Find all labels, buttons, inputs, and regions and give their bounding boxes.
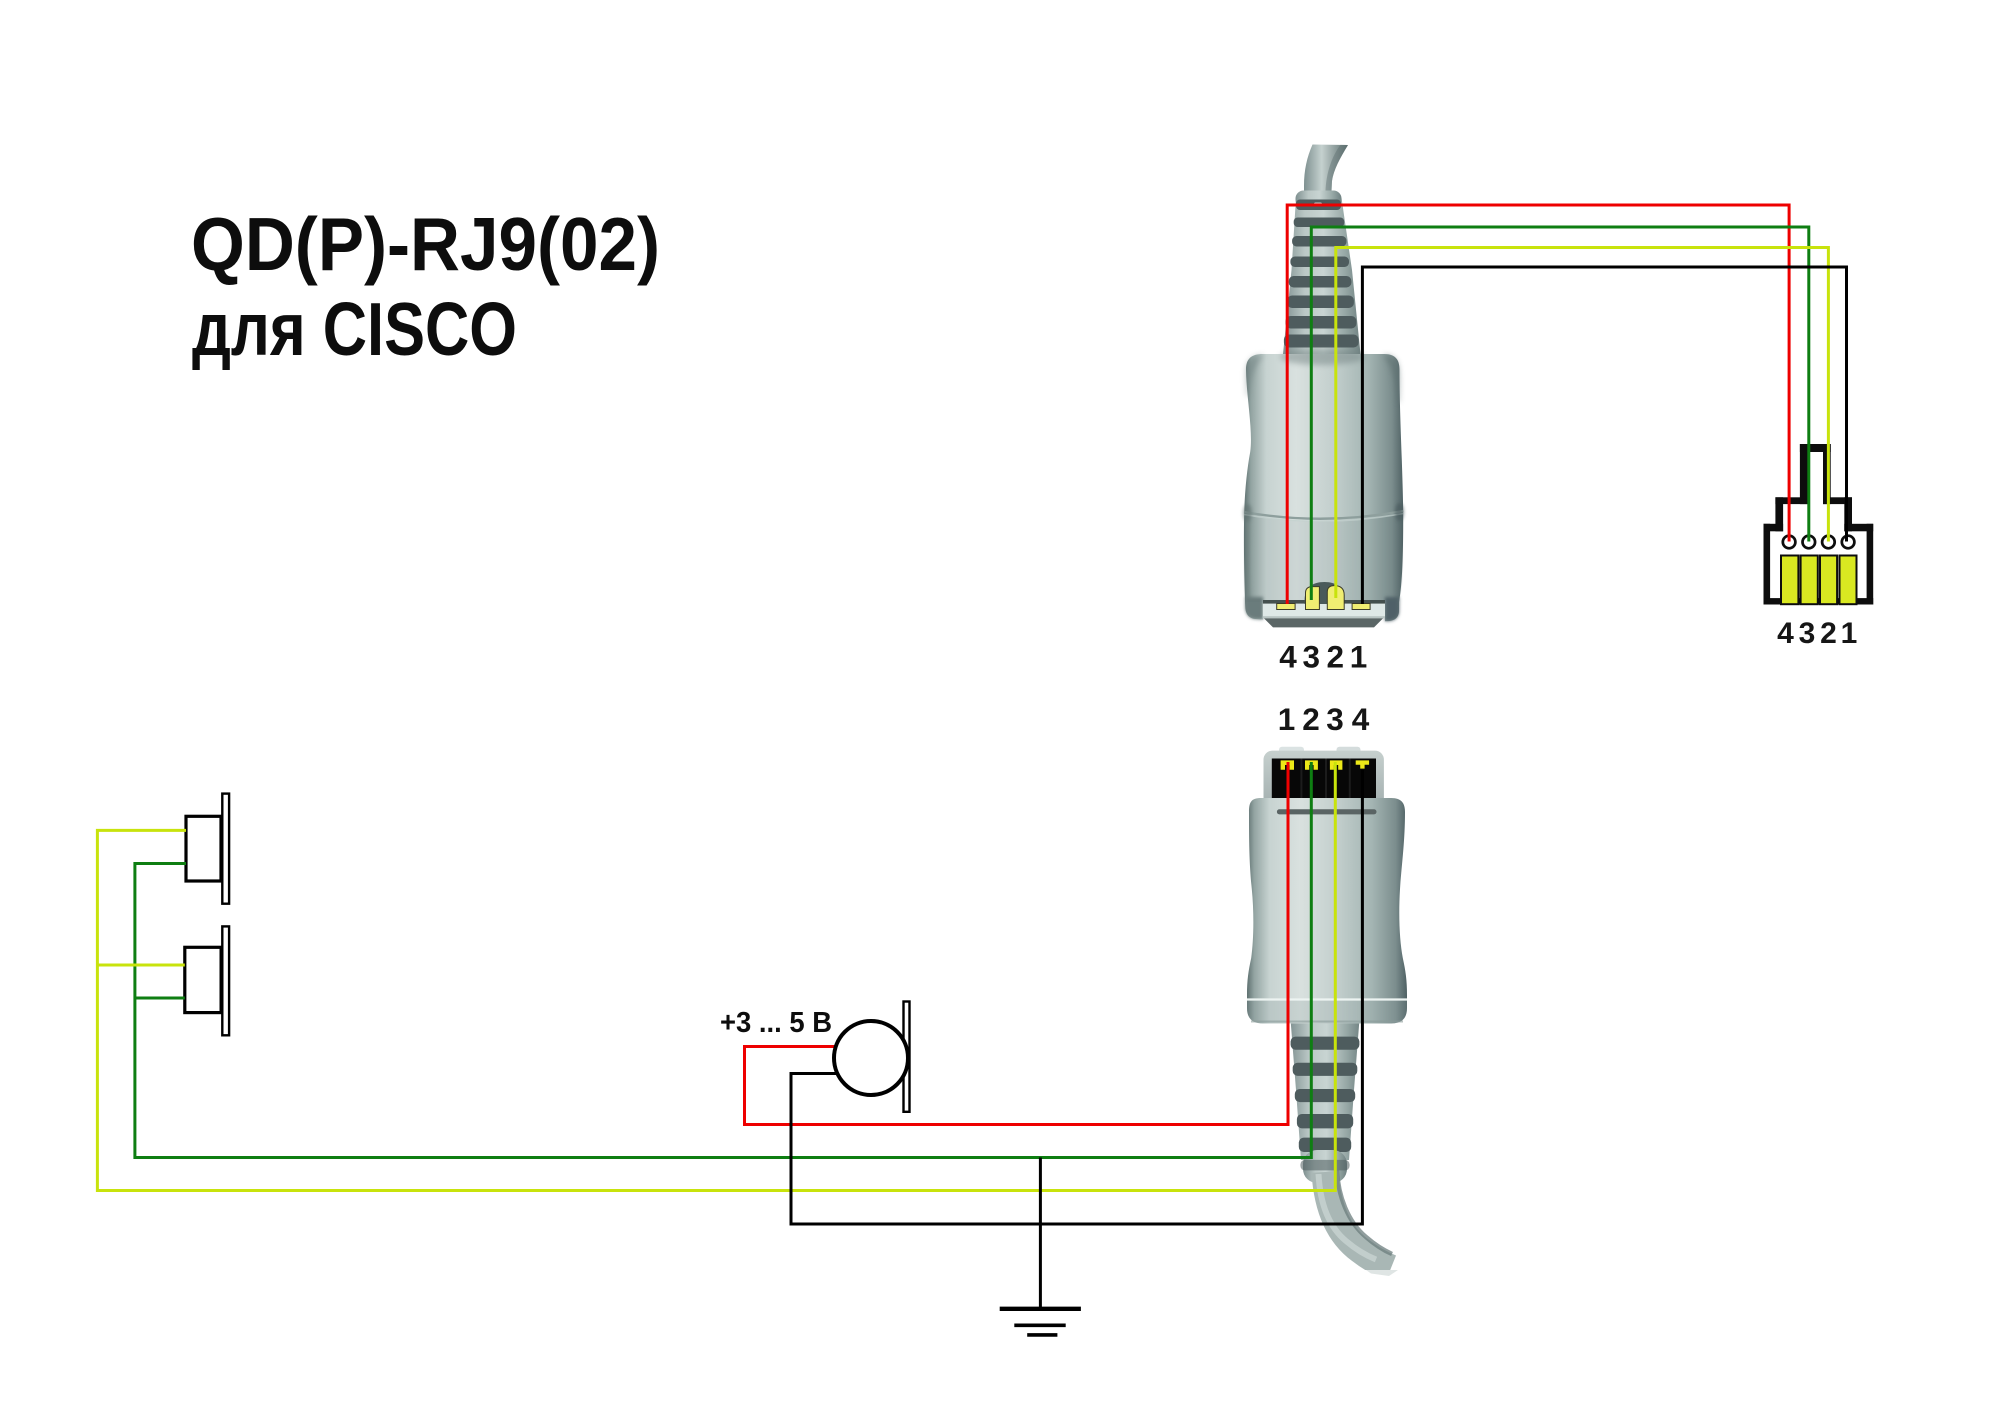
svg-text:4: 4 bbox=[1777, 617, 1794, 650]
svg-text:3: 3 bbox=[1326, 701, 1344, 737]
svg-text:для CISCO: для CISCO bbox=[192, 287, 517, 371]
svg-text:2: 2 bbox=[1302, 701, 1320, 737]
svg-text:1: 1 bbox=[1278, 701, 1296, 737]
svg-text:1: 1 bbox=[1350, 639, 1368, 675]
svg-text:3: 3 bbox=[1303, 639, 1321, 675]
svg-text:QD(P)-RJ9(02): QD(P)-RJ9(02) bbox=[191, 202, 660, 286]
svg-text:2: 2 bbox=[1327, 639, 1345, 675]
svg-text:2: 2 bbox=[1820, 617, 1837, 650]
svg-text:1: 1 bbox=[1841, 617, 1858, 650]
svg-text:3: 3 bbox=[1799, 617, 1816, 650]
svg-text:4: 4 bbox=[1352, 701, 1370, 737]
svg-text:4: 4 bbox=[1279, 639, 1297, 675]
svg-text:+3 ... 5 В: +3 ... 5 В bbox=[720, 1007, 832, 1039]
